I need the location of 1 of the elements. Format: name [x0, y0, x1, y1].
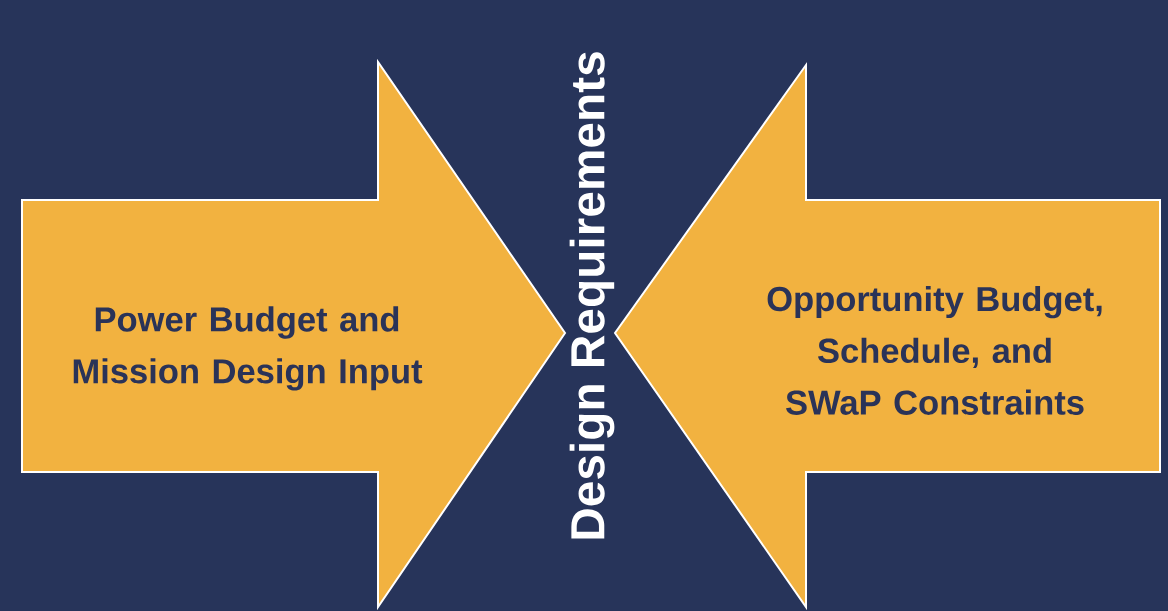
vertical-label: Design Requirements [569, 52, 615, 539]
